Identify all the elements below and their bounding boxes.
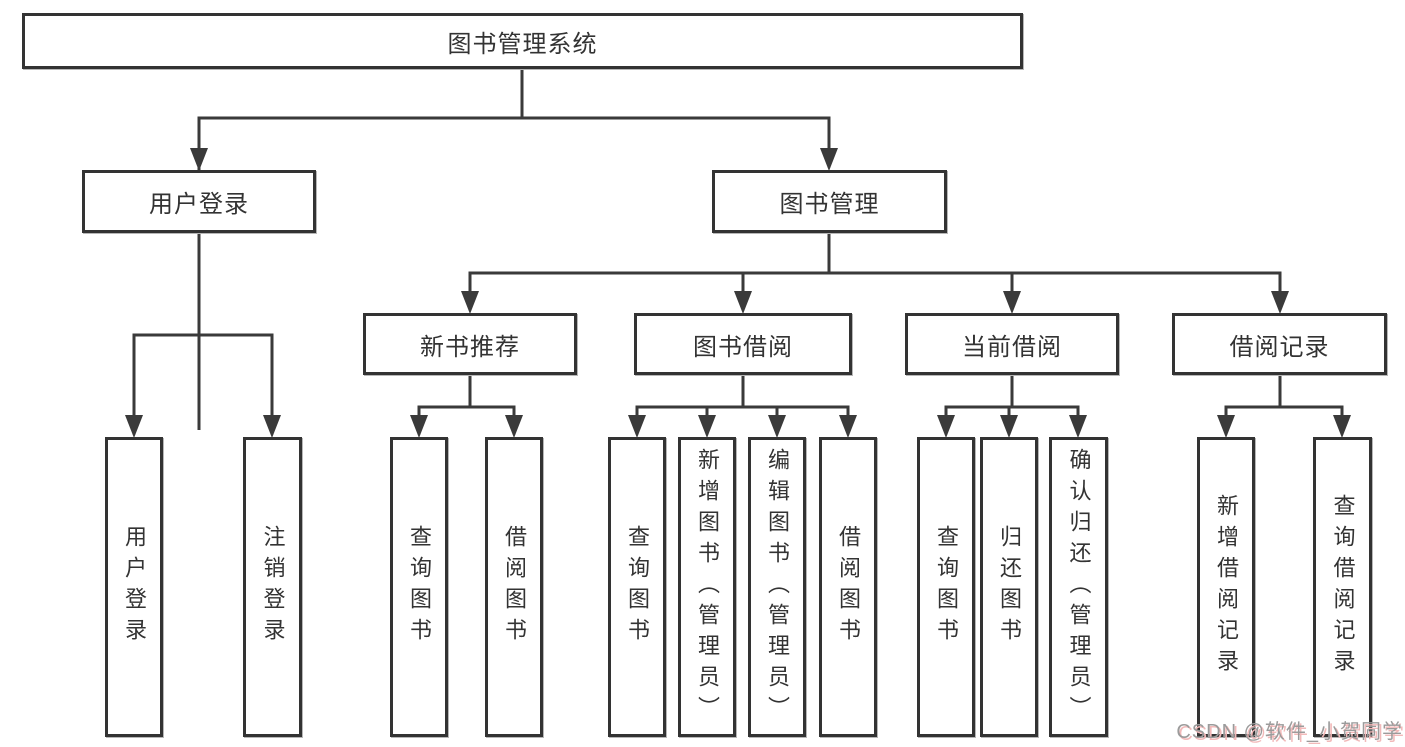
leaf-user-login: 用户登录 xyxy=(105,437,163,737)
node-root: 图书管理系统 xyxy=(22,13,1023,69)
leaf-add-borrow-record: 新增借阅记录 xyxy=(1197,437,1255,737)
leaf-borrow-books-recommend: 借阅图书 xyxy=(485,437,543,737)
leaf-confirm-return-admin: 确认归还（管理员） xyxy=(1049,437,1108,737)
leaf-query-books-borrow: 查询图书 xyxy=(608,437,666,737)
leaf-query-books-current: 查询图书 xyxy=(917,437,975,737)
leaf-add-books-admin: 新增图书（管理员） xyxy=(678,437,736,737)
node-book-borrow: 图书借阅 xyxy=(634,313,852,375)
leaf-query-books-recommend: 查询图书 xyxy=(390,437,448,737)
leaf-borrow-books: 借阅图书 xyxy=(819,437,877,737)
csdn-watermark: CSDN @软件_小贺同学 xyxy=(1176,721,1403,743)
leaf-return-books: 归还图书 xyxy=(980,437,1038,737)
node-user-login: 用户登录 xyxy=(82,170,316,233)
node-borrow-records: 借阅记录 xyxy=(1172,313,1387,375)
leaf-edit-books-admin: 编辑图书（管理员） xyxy=(748,437,806,737)
node-current-borrow: 当前借阅 xyxy=(905,313,1119,375)
leaf-query-borrow-record: 查询借阅记录 xyxy=(1313,437,1372,737)
node-book-management: 图书管理 xyxy=(712,170,947,233)
leaf-logout: 注销登录 xyxy=(243,437,302,737)
node-new-book-recommend: 新书推荐 xyxy=(363,313,577,375)
